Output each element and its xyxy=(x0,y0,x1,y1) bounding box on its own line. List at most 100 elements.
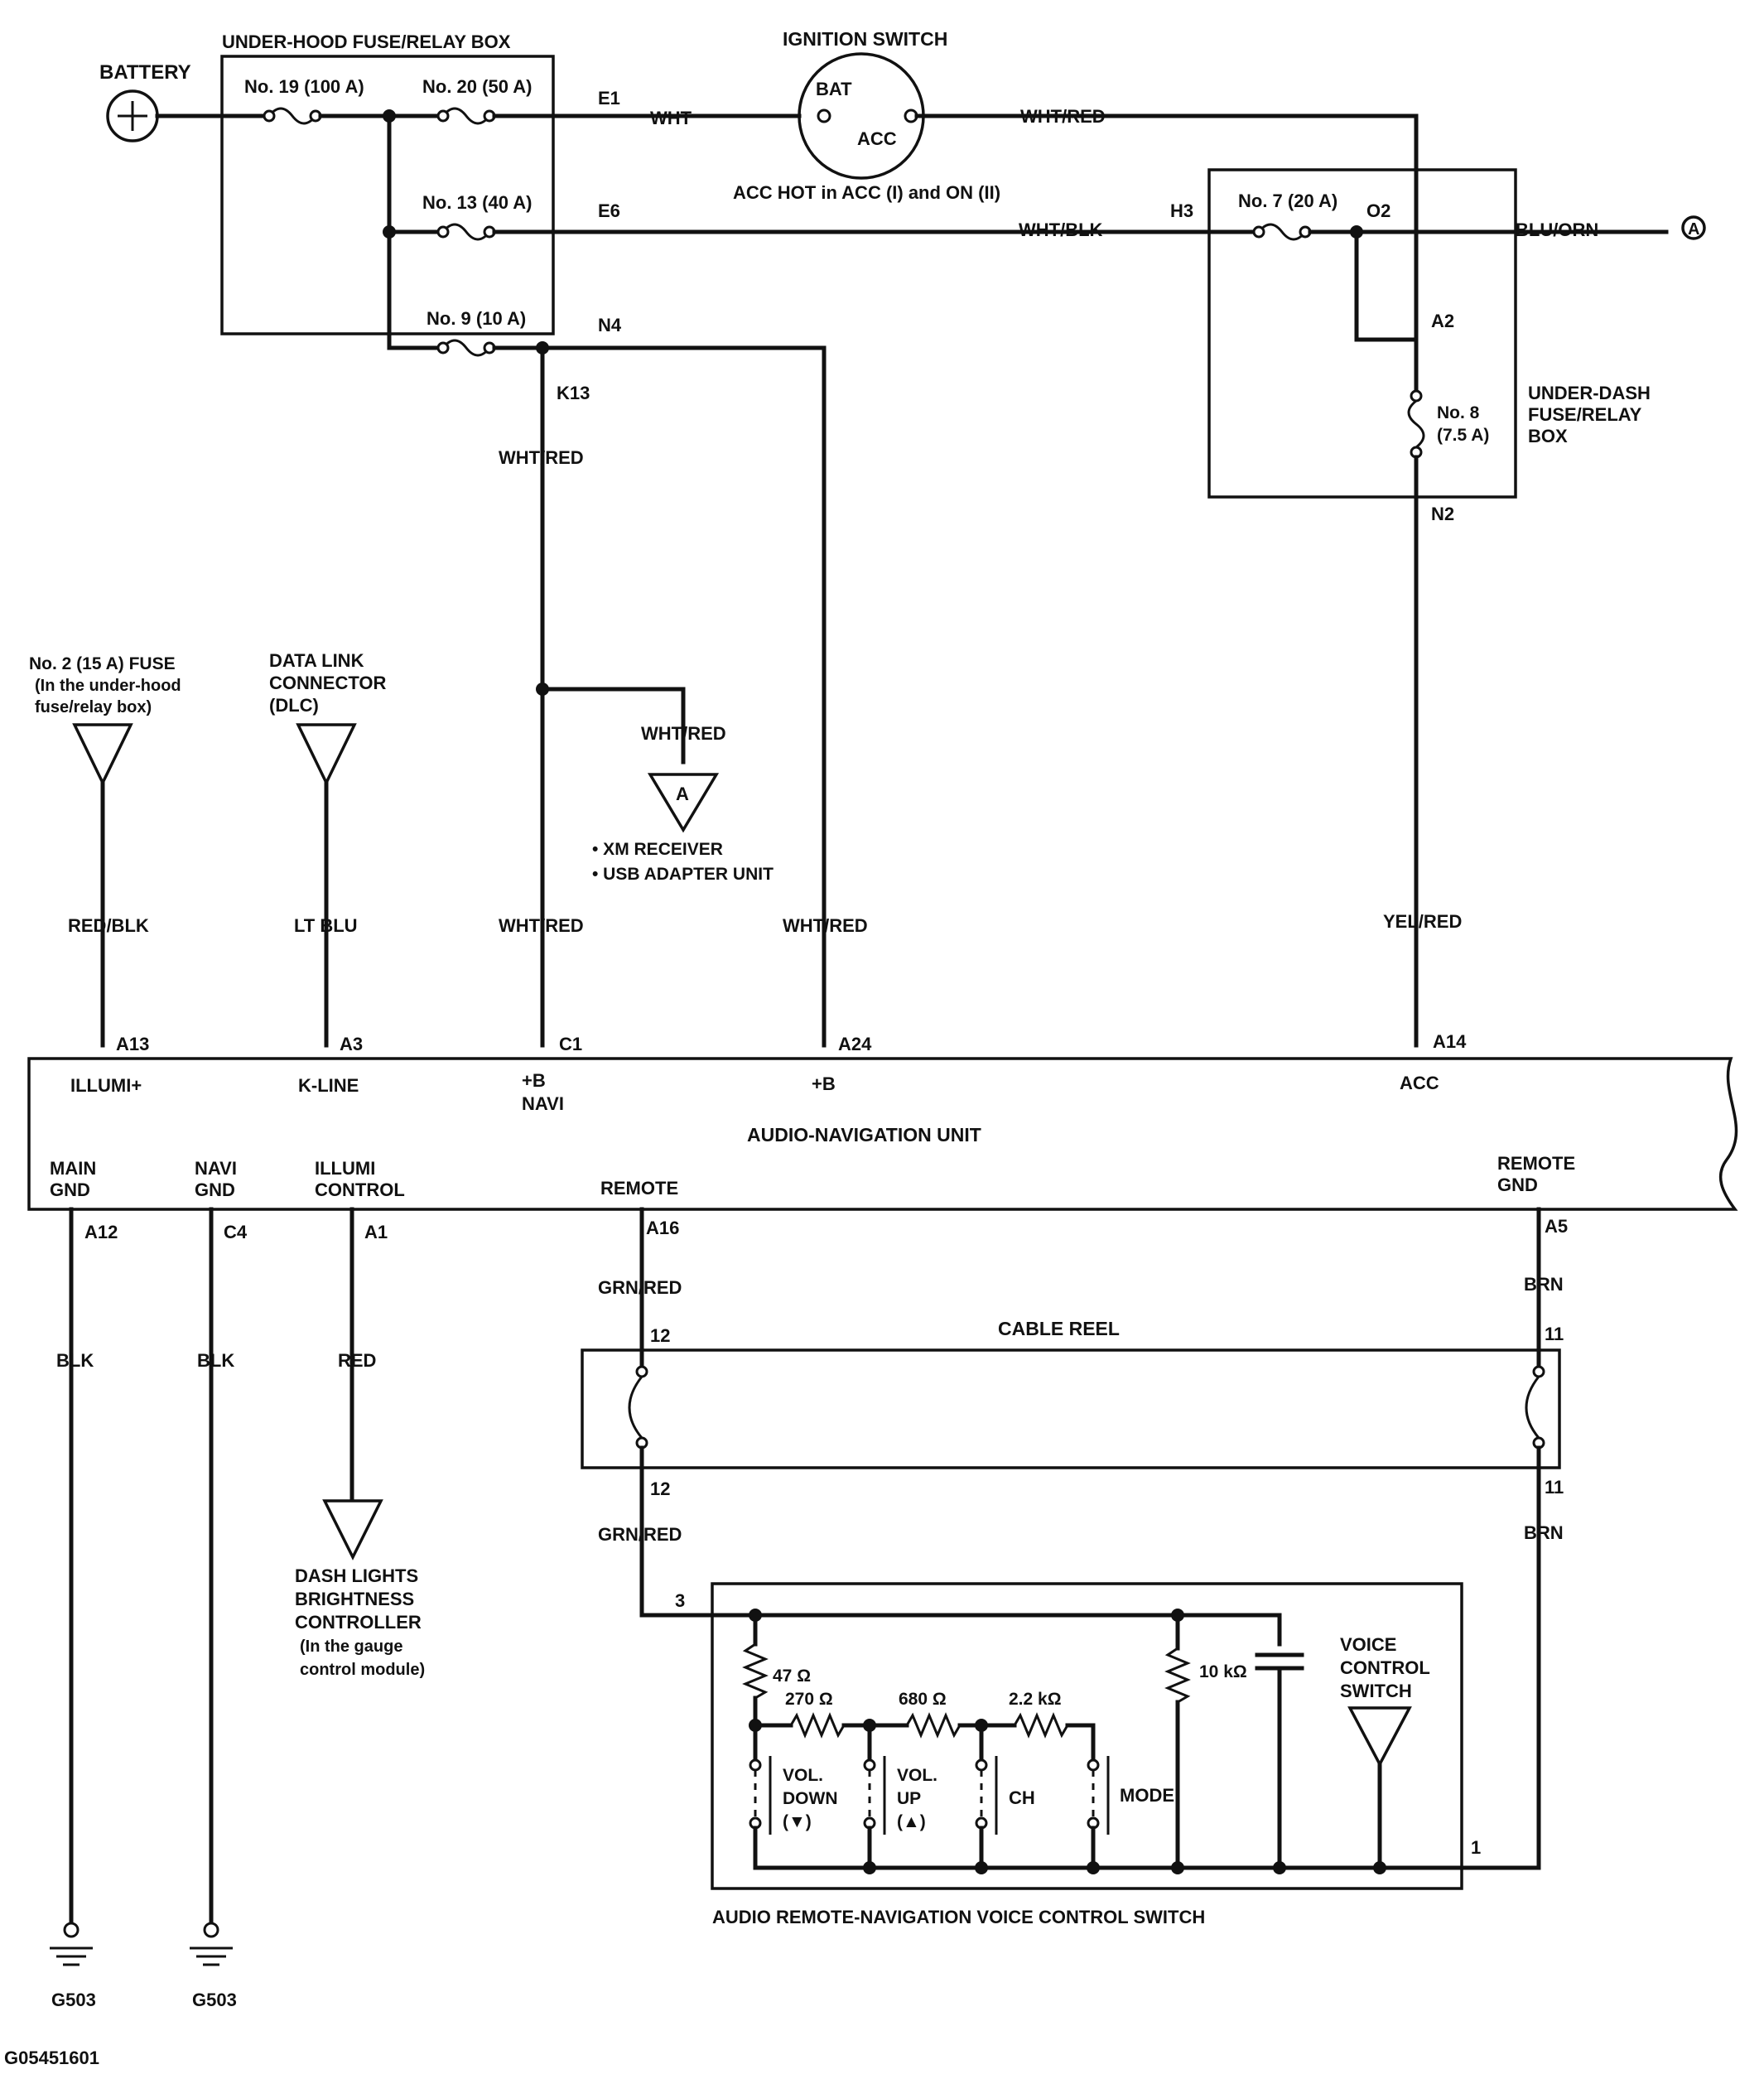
ground-symbol-1 xyxy=(50,1922,93,1966)
wire-yel-red-label: YEL/RED xyxy=(1383,911,1462,932)
conn-e1: E1 xyxy=(598,88,620,109)
conn-c1: C1 xyxy=(559,1034,582,1054)
usb-adapter-label: • USB ADAPTER UNIT xyxy=(592,865,774,884)
underdash-fuse-box xyxy=(1207,168,1517,499)
dash-lights-label-5: control module) xyxy=(300,1661,425,1679)
wire-blu-orn-label: BLU/ORN xyxy=(1516,219,1598,240)
conn-12-top: 12 xyxy=(650,1325,670,1346)
pin-remote-gnd-1: REMOTE xyxy=(1497,1153,1575,1174)
fuse-2-label-1: No. 2 (15 A) FUSE xyxy=(29,654,176,673)
vol-up-label-2: UP xyxy=(897,1789,921,1808)
voice-control-label-2: CONTROL xyxy=(1340,1657,1430,1678)
fuse-2-label-3: fuse/relay box) xyxy=(35,698,152,716)
wire-red-blk-label: RED/BLK xyxy=(68,915,149,936)
pin-navi-gnd-2: GND xyxy=(195,1179,235,1200)
dash-lights-label-2: BRIGHTNESS xyxy=(295,1589,414,1609)
resistor-10k xyxy=(1164,1647,1191,1704)
vol-down-label-1: VOL. xyxy=(783,1766,823,1785)
conn-a3: A3 xyxy=(340,1034,363,1054)
vol-up-label-3: (▲) xyxy=(897,1812,926,1831)
underdash-label-3: BOX xyxy=(1528,426,1568,446)
cable-reel-label: CABLE REEL xyxy=(998,1318,1120,1339)
dlc-label-2: CONNECTOR xyxy=(269,673,386,693)
resistor-680-label: 680 Ω xyxy=(899,1690,947,1709)
pin-b: +B xyxy=(812,1073,836,1094)
xm-receiver-label: • XM RECEIVER xyxy=(592,840,723,859)
pin-acc: ACC xyxy=(1400,1073,1439,1093)
wire-wht-red-k13-label: WHT/RED xyxy=(499,447,584,468)
pin-illumi-plus: ILLUMI+ xyxy=(70,1075,142,1096)
fuse-9-label: No. 9 (10 A) xyxy=(427,308,526,329)
underhood-box-label: UNDER-HOOD FUSE/RELAY BOX xyxy=(222,31,511,52)
fuse-20-symbol xyxy=(441,107,491,125)
vol-up-label-1: VOL. xyxy=(897,1766,937,1785)
wire-red-label: RED xyxy=(338,1350,376,1371)
wire-wht-label: WHT xyxy=(650,108,692,128)
resistor-47-label: 47 Ω xyxy=(773,1667,811,1686)
fuse-19-symbol xyxy=(267,107,317,125)
dlc-label-1: DATA LINK xyxy=(269,650,364,671)
audio-navigation-unit xyxy=(27,1057,1738,1211)
voice-control-switch-box xyxy=(711,1582,1463,1890)
ignition-acc-label: ACC xyxy=(857,128,897,149)
resistor-2k2-label: 2.2 kΩ xyxy=(1009,1690,1062,1709)
wire-blk-2-label: BLK xyxy=(197,1350,234,1371)
mode-label: MODE xyxy=(1120,1785,1174,1806)
dash-lights-triangle xyxy=(322,1499,383,1560)
conn-a12: A12 xyxy=(84,1222,118,1242)
ignition-label: IGNITION SWITCH xyxy=(783,28,947,50)
cable-reel xyxy=(581,1348,1561,1469)
wire-brn-2-label: BRN xyxy=(1524,1522,1564,1543)
resistor-2k2 xyxy=(1013,1712,1069,1739)
pin-b-navi-2: NAVI xyxy=(522,1093,564,1114)
fuse-7-symbol xyxy=(1257,223,1307,241)
ground-g503-1: G503 xyxy=(51,1990,96,2010)
ch-label: CH xyxy=(1009,1787,1035,1808)
fuse-19-label: No. 19 (100 A) xyxy=(244,76,364,97)
fuse-8-symbol xyxy=(1407,399,1425,449)
conn-a13: A13 xyxy=(116,1034,149,1054)
pin-illumi-control-2: CONTROL xyxy=(315,1179,405,1200)
wire-brn-1-label: BRN xyxy=(1524,1274,1564,1295)
conn-a2: A2 xyxy=(1431,311,1454,331)
wire-grn-red-2-label: GRN/RED xyxy=(598,1524,682,1545)
wire-wht-blk-label: WHT/BLK xyxy=(1019,219,1103,240)
resistor-270 xyxy=(789,1712,846,1739)
conn-a1: A1 xyxy=(364,1222,388,1242)
vol-down-label-2: DOWN xyxy=(783,1789,838,1808)
offpage-a-tri-label: A xyxy=(676,784,689,804)
pin-remote: REMOTE xyxy=(600,1178,678,1199)
fuse-8-label-1: No. 8 xyxy=(1437,403,1480,422)
conn-c4: C4 xyxy=(224,1222,248,1242)
fuse-13-label: No. 13 (40 A) xyxy=(422,192,532,213)
conn-n4: N4 xyxy=(598,315,622,335)
battery-label: BATTERY xyxy=(99,61,191,84)
conn-3: 3 xyxy=(675,1590,685,1611)
pin-illumi-control-1: ILLUMI xyxy=(315,1158,375,1179)
battery: BATTERY xyxy=(99,61,191,142)
wire-wht-red-c1-label: WHT/RED xyxy=(499,915,584,936)
ground-g503-2: G503 xyxy=(192,1990,237,2010)
underdash-label-2: FUSE/RELAY xyxy=(1528,404,1642,425)
fuse-2-label-2: (In the under-hood xyxy=(35,677,181,695)
pin-remote-gnd-2: GND xyxy=(1497,1175,1538,1195)
conn-1: 1 xyxy=(1471,1837,1481,1858)
ground-symbol-2 xyxy=(190,1922,233,1966)
conn-e6: E6 xyxy=(598,200,620,221)
pin-main-gnd-1: MAIN xyxy=(50,1158,96,1179)
conn-12-bottom: 12 xyxy=(650,1478,670,1499)
fuse-9-symbol xyxy=(441,339,491,357)
acc-hot-note: ACC HOT in ACC (I) and ON (II) xyxy=(733,182,1000,203)
conn-11-bottom: 11 xyxy=(1545,1477,1564,1498)
resistor-680 xyxy=(905,1712,962,1739)
wire-blk-1-label: BLK xyxy=(56,1350,94,1371)
conn-k13: K13 xyxy=(557,383,590,403)
conn-a24: A24 xyxy=(838,1034,872,1054)
dash-lights-label-1: DASH LIGHTS xyxy=(295,1565,418,1586)
dlc-label-3: (DLC) xyxy=(269,695,319,716)
conn-11-top: 11 xyxy=(1545,1324,1564,1344)
switch-box-label: AUDIO REMOTE-NAVIGATION VOICE CONTROL SW… xyxy=(712,1907,1205,1927)
fuse-7-label: No. 7 (20 A) xyxy=(1238,191,1337,211)
fuse-2-triangle xyxy=(72,723,133,787)
wire-wht-red-branch-label: WHT/RED xyxy=(641,723,726,744)
